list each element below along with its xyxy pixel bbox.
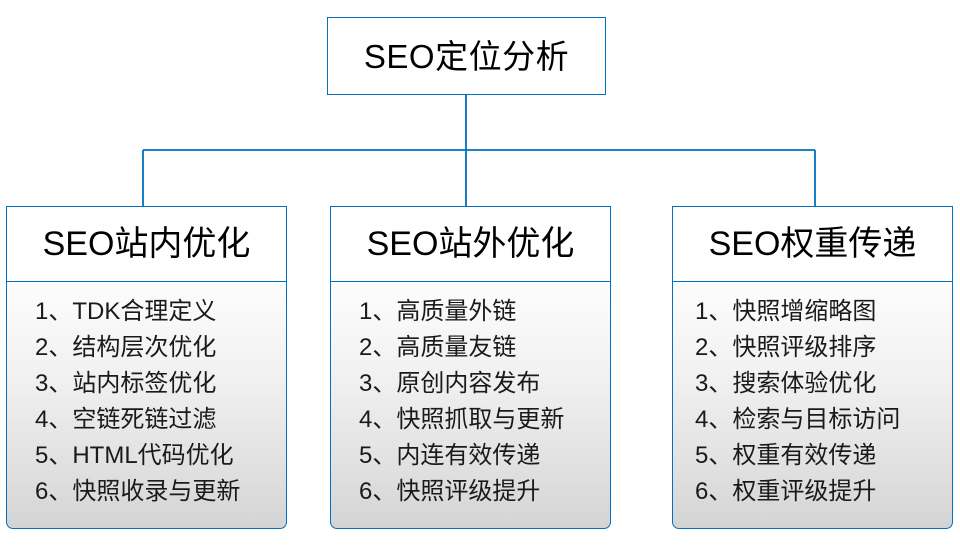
list-item: 5、权重有效传递: [695, 442, 877, 469]
list-item: 3、搜索体验优化: [695, 370, 877, 397]
list-item: 2、结构层次优化: [35, 334, 217, 361]
list-item: 3、原创内容发布: [359, 370, 541, 397]
branch-item-list-1: 1、TDK合理定义 2、结构层次优化 3、站内标签优化 4、空链死链过滤 5、H…: [7, 294, 240, 510]
branch-body-2: 1、高质量外链 2、高质量友链 3、原创内容发布 4、快照抓取与更新 5、内连有…: [330, 282, 611, 529]
branch-item-list-3: 1、快照增缩略图 2、快照评级排序 3、搜索体验优化 4、检索与目标访问 5、权…: [673, 294, 900, 510]
list-item: 4、快照抓取与更新: [359, 406, 565, 433]
list-item: 4、检索与目标访问: [695, 406, 901, 433]
list-item: 3、站内标签优化: [35, 370, 217, 397]
root-node-title: SEO定位分析: [363, 37, 570, 75]
root-node[interactable]: SEO定位分析: [327, 17, 606, 95]
branch-header-title-3: SEO权重传递: [708, 225, 917, 263]
list-item: 1、快照增缩略图: [695, 298, 877, 325]
branch-item-list-2: 1、高质量外链 2、高质量友链 3、原创内容发布 4、快照抓取与更新 5、内连有…: [331, 294, 564, 510]
list-item: 6、快照评级提升: [359, 478, 541, 505]
branch-header-title-1: SEO站内优化: [42, 225, 251, 263]
list-item: 4、空链死链过滤: [35, 406, 217, 433]
list-item: 6、快照收录与更新: [35, 478, 241, 505]
branch-column-2: SEO站外优化 1、高质量外链 2、高质量友链 3、原创内容发布 4、快照抓取与…: [330, 206, 611, 529]
branch-body-1: 1、TDK合理定义 2、结构层次优化 3、站内标签优化 4、空链死链过滤 5、H…: [6, 282, 287, 529]
list-item: 2、高质量友链: [359, 334, 517, 361]
branch-header-title-2: SEO站外优化: [366, 225, 575, 263]
list-item: 6、权重评级提升: [695, 478, 877, 505]
branch-header-3[interactable]: SEO权重传递: [672, 206, 953, 282]
branch-header-1[interactable]: SEO站内优化: [6, 206, 287, 282]
branch-header-2[interactable]: SEO站外优化: [330, 206, 611, 282]
branch-column-3: SEO权重传递 1、快照增缩略图 2、快照评级排序 3、搜索体验优化 4、检索与…: [672, 206, 953, 529]
list-item: 5、内连有效传递: [359, 442, 541, 469]
list-item: 5、HTML代码优化: [35, 442, 234, 469]
list-item: 2、快照评级排序: [695, 334, 877, 361]
list-item: 1、高质量外链: [359, 298, 517, 325]
branch-body-3: 1、快照增缩略图 2、快照评级排序 3、搜索体验优化 4、检索与目标访问 5、权…: [672, 282, 953, 529]
branch-column-1: SEO站内优化 1、TDK合理定义 2、结构层次优化 3、站内标签优化 4、空链…: [6, 206, 287, 529]
list-item: 1、TDK合理定义: [35, 298, 217, 325]
